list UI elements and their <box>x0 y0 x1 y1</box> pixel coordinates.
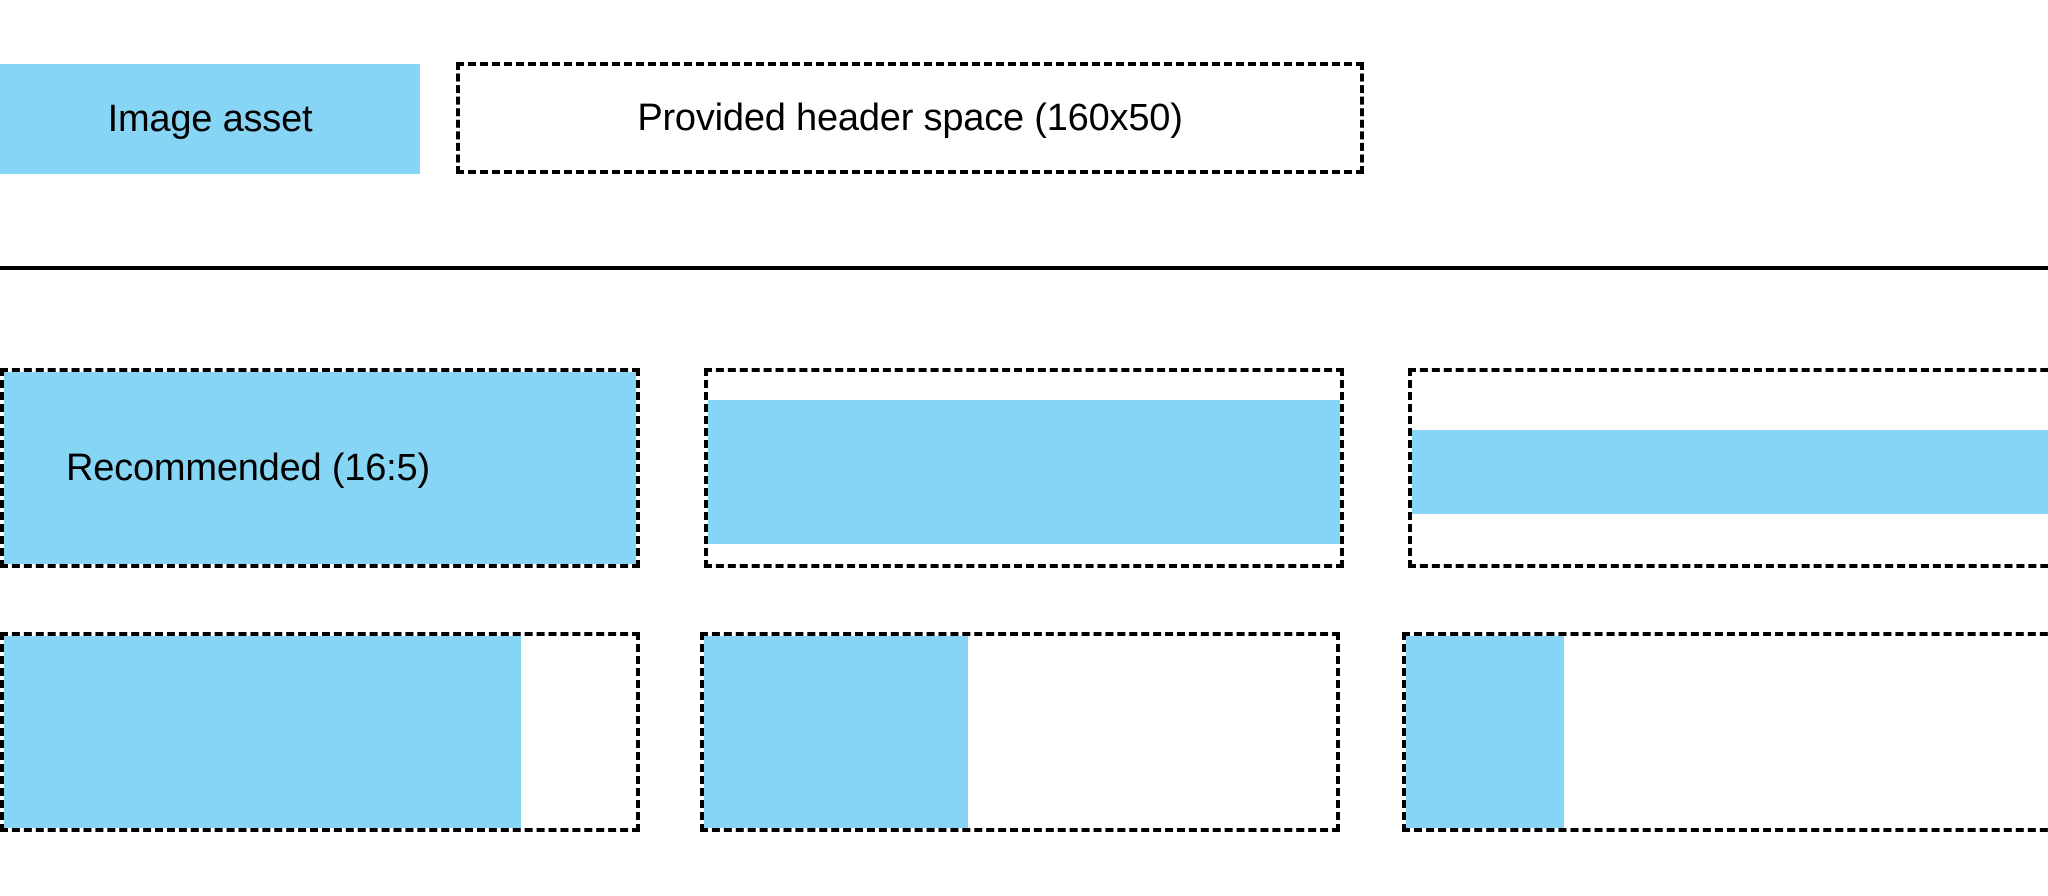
legend-header-space-label: Provided header space (160x50) <box>637 97 1183 139</box>
example-card-label-recommended: Recommended (16:5) <box>66 447 430 489</box>
example-card-partial-width-medium <box>700 632 1340 832</box>
section-divider <box>0 266 2048 270</box>
image-asset-fill <box>1412 430 2048 514</box>
example-card-partial-width-narrow <box>1402 632 2048 832</box>
image-asset-fill <box>708 400 1340 544</box>
legend-image-asset-swatch: Image asset <box>0 64 420 174</box>
example-card-recommended: Recommended (16:5) <box>0 368 640 568</box>
example-card-full-width-short-height <box>1408 368 2048 568</box>
example-card-partial-width-wide <box>0 632 640 832</box>
legend-header-space-outline: Provided header space (160x50) <box>456 62 1364 174</box>
image-asset-fill <box>4 372 636 564</box>
image-asset-fill <box>704 636 968 828</box>
legend-image-asset-label: Image asset <box>107 98 313 140</box>
image-asset-fill <box>1406 636 1564 828</box>
image-asset-fill <box>4 636 521 828</box>
example-card-full-width-inset-height <box>704 368 1344 568</box>
